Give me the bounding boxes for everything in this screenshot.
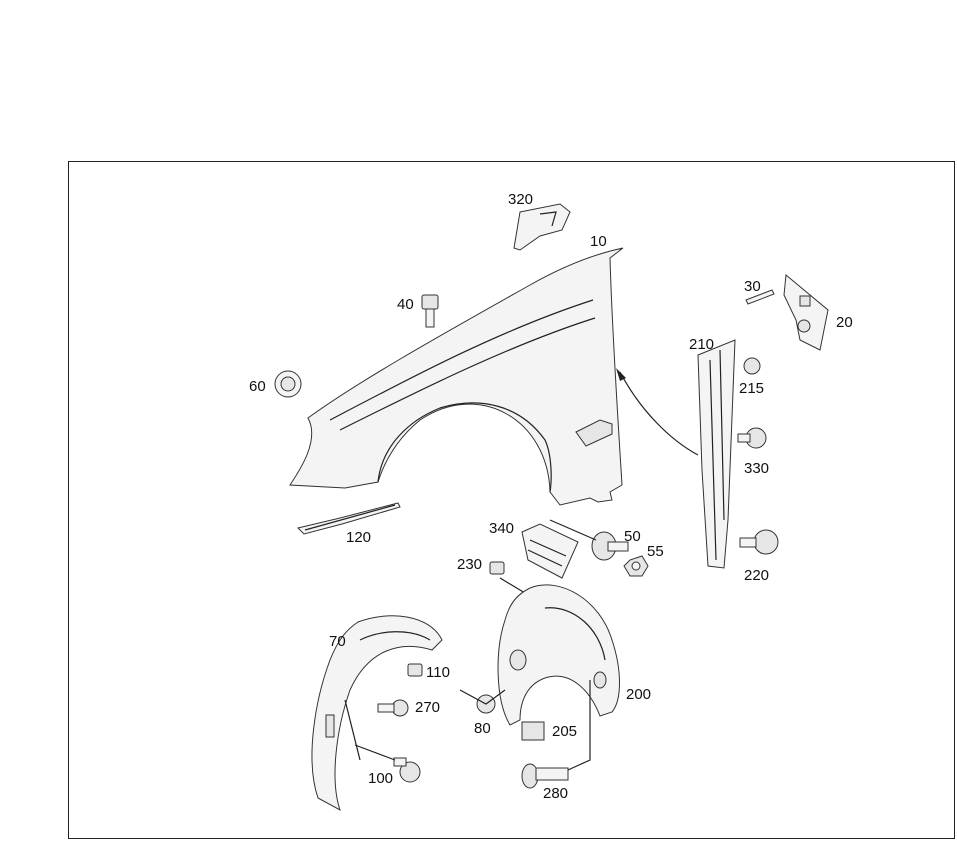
part-280-bolt[interactable] <box>521 763 569 789</box>
label-330: 330 <box>744 460 769 477</box>
part-330-screw[interactable] <box>737 427 767 449</box>
label-215: 215 <box>739 380 764 397</box>
label-80: 80 <box>474 720 491 737</box>
label-30: 30 <box>744 278 761 295</box>
label-280: 280 <box>543 785 568 802</box>
arrow-210-to-fender <box>619 371 699 456</box>
part-205-nut[interactable] <box>521 721 545 741</box>
part-230-clip[interactable] <box>489 561 505 575</box>
part-120-trim-strip[interactable] <box>297 502 401 535</box>
part-55-nut[interactable] <box>623 555 649 577</box>
part-70-liner[interactable] <box>311 615 443 812</box>
leader-50 <box>549 519 597 541</box>
part-210-bracket[interactable] <box>697 339 736 569</box>
diagram-frame <box>68 161 955 839</box>
label-55: 55 <box>647 543 664 560</box>
label-200: 200 <box>626 686 651 703</box>
part-110-clip[interactable] <box>407 663 423 677</box>
label-110: 110 <box>426 664 450 681</box>
part-100-bolt[interactable] <box>393 757 421 783</box>
part-220-screw[interactable] <box>739 529 779 555</box>
label-120: 120 <box>346 529 371 546</box>
label-10: 10 <box>590 233 607 250</box>
part-200-liner[interactable] <box>497 584 620 726</box>
label-20: 20 <box>836 314 853 331</box>
part-40-bolt[interactable] <box>421 294 439 328</box>
label-70: 70 <box>329 633 346 650</box>
part-20-plate[interactable] <box>783 274 829 351</box>
label-40: 40 <box>397 296 414 313</box>
part-215-clip[interactable] <box>743 357 761 375</box>
label-340: 340 <box>489 520 514 537</box>
label-205: 205 <box>552 723 577 740</box>
part-50-stud[interactable] <box>591 531 629 561</box>
part-340-trim[interactable] <box>521 523 579 579</box>
part-30-pin[interactable] <box>745 289 775 305</box>
part-60-grommet[interactable] <box>274 370 302 398</box>
leader-80 <box>459 689 506 705</box>
label-220: 220 <box>744 567 769 584</box>
label-50: 50 <box>624 528 641 545</box>
label-320: 320 <box>508 191 533 208</box>
label-270: 270 <box>415 699 440 716</box>
label-100: 100 <box>368 770 393 787</box>
part-270-screw[interactable] <box>377 699 409 717</box>
part-320-bracket[interactable] <box>513 203 571 251</box>
label-210: 210 <box>689 336 714 353</box>
part-fender[interactable] <box>289 247 624 506</box>
label-230: 230 <box>457 556 482 573</box>
arrowhead <box>616 368 626 381</box>
leader-100 <box>354 744 396 761</box>
leader-280 <box>567 680 591 771</box>
label-60: 60 <box>249 378 266 395</box>
